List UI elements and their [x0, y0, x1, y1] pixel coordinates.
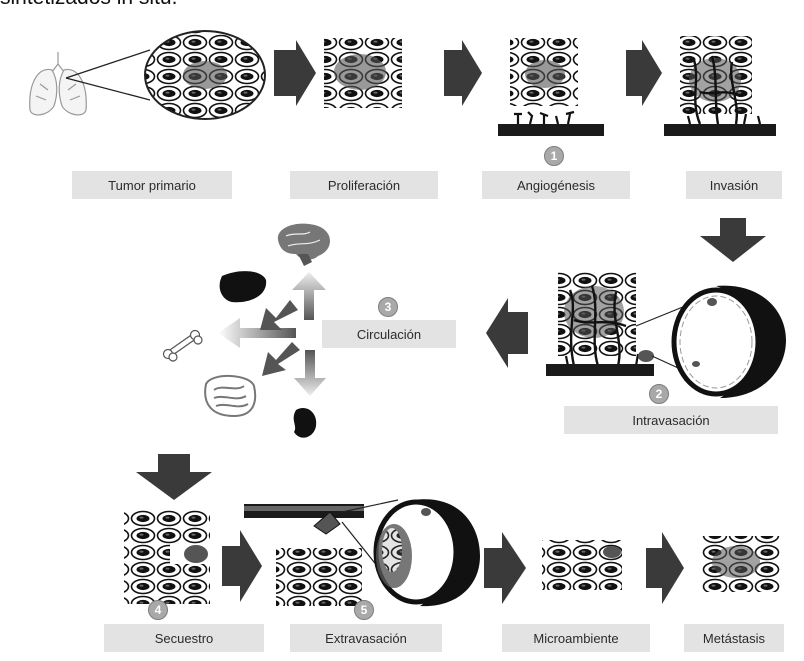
proliferation-tissue [324, 38, 402, 108]
label-intravasacion: Intravasación [564, 406, 778, 434]
metastasis-tissue [702, 536, 780, 592]
step-badge-4: 4 [148, 600, 168, 620]
zoom-line [65, 49, 151, 79]
lungs-icon [29, 52, 87, 116]
primary-tumor-tissue [144, 30, 266, 120]
arrow-right [222, 530, 262, 602]
step-badge-2: 2 [649, 384, 669, 404]
page-header-text: sintetizados in situ. [0, 0, 804, 10]
label-microambiente: Microambiente [502, 624, 650, 652]
arrow-right [626, 40, 662, 106]
extravasation-tissue [244, 504, 364, 606]
label-invasion: Invasión [686, 171, 782, 199]
angiogenesis-tissue [498, 38, 604, 136]
brain-icon [277, 223, 330, 266]
arrow-down [136, 454, 212, 500]
bone-icon [162, 329, 203, 362]
arrow-right [274, 40, 316, 106]
arrow-right [444, 40, 482, 106]
label-metastasis: Metástasis [684, 624, 784, 652]
label-tumor-primario: Tumor primario [72, 171, 232, 199]
circulation-arrows [218, 272, 326, 396]
invasion-tissue [664, 36, 776, 136]
microenvironment-tissue [542, 540, 622, 590]
arrow-down [700, 218, 766, 262]
intravasation-tissue [546, 272, 654, 376]
label-extravasacion: Extravasación [290, 624, 442, 652]
label-proliferacion: Proliferación [290, 171, 438, 199]
label-circulacion: Circulación [322, 320, 456, 348]
arrow-left [486, 298, 528, 368]
label-secuestro: Secuestro [104, 624, 264, 652]
step-badge-5: 5 [354, 600, 374, 620]
intestine-icon [204, 374, 257, 418]
zoom-line [341, 499, 399, 513]
arrow-right [646, 532, 684, 604]
step-badge-1: 1 [544, 146, 564, 166]
vessel-with-tumor-cells [373, 499, 480, 607]
liver-icon [219, 271, 267, 303]
zoom-line [65, 77, 151, 101]
kidney-icon [293, 407, 317, 438]
blood-vessel-cross-section [671, 285, 786, 398]
step-badge-3: 3 [378, 297, 398, 317]
arrow-right [484, 532, 526, 604]
label-angiogenesis: Angiogénesis [482, 171, 630, 199]
sequestration-tissue [124, 510, 214, 604]
